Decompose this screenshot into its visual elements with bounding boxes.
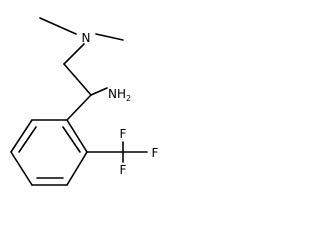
ring-bond-5 — [66, 151, 88, 186]
ring-double-bond-3 — [62, 126, 81, 153]
atom-label-nh2: NH2 — [108, 87, 131, 103]
bond-n-to-methyl-2 — [95, 33, 124, 41]
ring-bond-3 — [10, 151, 33, 186]
atom-label-f-bottom: F — [120, 163, 127, 177]
bond-ch-to-ring — [66, 94, 92, 121]
bond-ch2-to-ch — [63, 63, 92, 96]
atom-label-subscript: 2 — [126, 94, 131, 103]
bond-ch-to-nh2 — [90, 87, 108, 96]
atom-label-f-top: F — [120, 127, 127, 141]
atom-label-nh: NH — [108, 87, 126, 101]
atom-label-f-right: F — [152, 146, 159, 160]
bond-n-to-ch2 — [63, 43, 85, 65]
ring-double-bond-1 — [18, 126, 37, 153]
ring-bond-6 — [66, 119, 88, 153]
ring-bond-2 — [10, 119, 33, 153]
chemical-structure: N NH2 F F F — [10, 17, 159, 186]
atom-label-n: N — [82, 31, 91, 45]
bond-methyl-1-to-n — [39, 17, 77, 35]
